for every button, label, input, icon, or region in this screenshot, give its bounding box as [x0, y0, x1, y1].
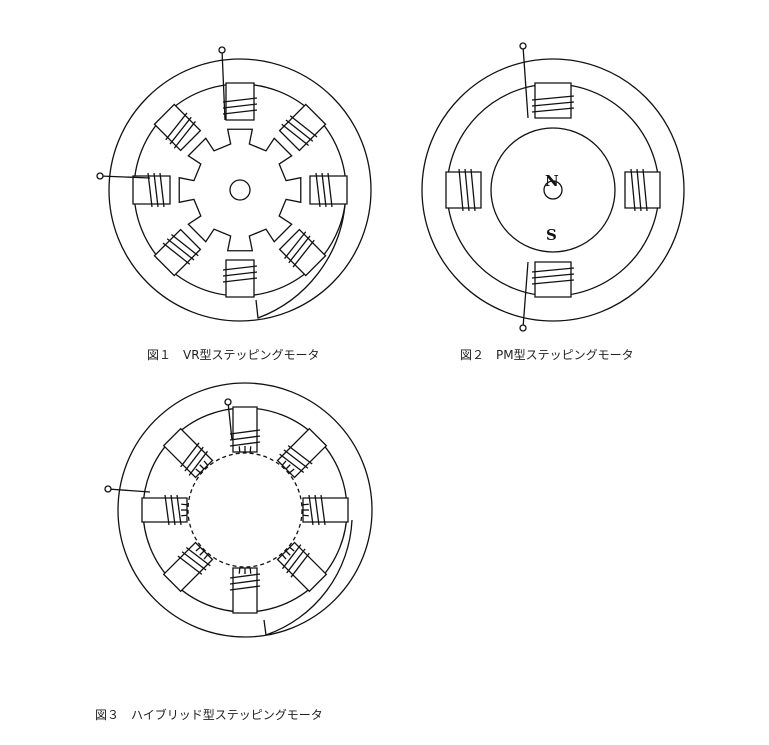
- figure-3-rotor-tooth: [249, 446, 252, 453]
- figure-1-shaft: [229, 179, 251, 201]
- figure-2-lead-bottom: [522, 261, 529, 329]
- figure-1-stator-pole: [153, 103, 202, 152]
- figure-3-coil: [229, 429, 261, 447]
- figure-1-coil: [281, 115, 318, 146]
- figure-3-caption: 図３ ハイブリッド型ステッピングモータ: [95, 708, 323, 722]
- figure-3-rotor: [187, 452, 303, 568]
- figure-3-rotor-tooth: [181, 514, 188, 517]
- figure-3-rotor-tooth: [238, 567, 241, 574]
- figure-1-coil: [284, 231, 315, 268]
- figure-3-coil: [281, 544, 310, 578]
- figure-3-coil: [308, 494, 326, 526]
- figure-3-rotor-tooth: [289, 546, 295, 552]
- figure-3-rotor-tooth: [289, 468, 295, 474]
- figure-3-stator-outer: [117, 382, 373, 638]
- figure-1-stator-pole: [278, 103, 327, 152]
- figure-1-lead-left: [99, 175, 151, 179]
- figure-2-stator-pole: [534, 261, 572, 298]
- figure-1-stator-pole: [153, 228, 202, 277]
- figure-3-coil: [164, 494, 182, 526]
- figure-3-stator-pole: [276, 427, 328, 479]
- figure-1-stator-outer: [108, 58, 372, 322]
- figure-2-caption: 図２ PM型ステッピングモータ: [460, 348, 634, 362]
- figure-3-stator-pole: [302, 497, 349, 523]
- figure-3-rotor-tooth: [195, 546, 201, 552]
- figure-2-lead-top-terminal: [519, 42, 527, 50]
- figure-3-lead-arc: [263, 519, 353, 636]
- figure-1-lead-left-terminal: [96, 172, 104, 180]
- figure-1-rotor: [178, 128, 302, 252]
- figure-2-shaft: [543, 180, 563, 200]
- figure-2-lead-top: [522, 45, 529, 119]
- figure-3-stator-pole: [232, 567, 258, 614]
- north-pole-label: N: [545, 172, 559, 190]
- figure-3-lead-top: [227, 401, 233, 441]
- figure-3-rotor-tooth: [203, 460, 209, 466]
- figure-3-rotor-tooth: [302, 514, 309, 517]
- figure-1-coil: [222, 265, 258, 283]
- figure-3-rotor-tooth: [281, 554, 287, 560]
- figure-1-coil: [165, 112, 196, 149]
- figure-3-rotor-tooth: [281, 460, 287, 466]
- figure-1-coil: [162, 234, 199, 265]
- figure-2-stator-outer: [421, 58, 685, 322]
- figure-3-rotor-tooth: [285, 550, 291, 556]
- figure-3-rotor-tooth: [199, 550, 205, 556]
- figure-3-lead-left: [107, 488, 151, 493]
- figure-2-rotor-magnet: [490, 127, 616, 253]
- figure-1-stator-pole: [278, 228, 327, 277]
- figure-3-rotor-tooth: [199, 464, 205, 470]
- figure-3-rotor-tooth: [285, 464, 291, 470]
- figure-3-rotor-tooth: [195, 468, 201, 474]
- figure-3-coil: [279, 445, 313, 474]
- figure-2-stator-pole: [624, 171, 661, 209]
- figure-2-coil: [630, 168, 648, 212]
- figure-3-stator-pole: [232, 406, 258, 453]
- figure-3-rotor-tooth: [302, 503, 309, 506]
- figure-1-lead-arc: [255, 204, 346, 319]
- figure-3-stator-pole: [162, 427, 214, 479]
- figure-1-coil: [147, 172, 165, 208]
- figure-3-coil: [229, 573, 261, 591]
- figure-2-stator-pole: [534, 82, 572, 119]
- figure-2-coil: [531, 267, 575, 285]
- figure-1-caption: 図１ VR型ステッピングモータ: [147, 348, 320, 362]
- figure-1-coil: [222, 97, 258, 115]
- figure-3-coil: [180, 442, 209, 476]
- figure-2-coil: [458, 168, 476, 212]
- figure-2-stator-pole: [445, 171, 482, 209]
- figure-3-lead-left-terminal: [104, 485, 112, 493]
- figure-3-rotor-tooth: [249, 567, 252, 574]
- figure-3-rotor-tooth: [238, 446, 241, 453]
- figure-1-lead-top-terminal: [218, 46, 226, 54]
- figure-1-lead-top: [221, 49, 226, 121]
- figure-3-stator-pole: [141, 497, 188, 523]
- figure-3-coil: [177, 546, 211, 575]
- figure-3-lead-top-terminal: [224, 398, 232, 406]
- figure-1-coil: [315, 172, 333, 208]
- figure-2-coil: [531, 95, 575, 113]
- figure-3-rotor-tooth: [181, 503, 188, 506]
- figure-3-rotor-tooth: [203, 554, 209, 560]
- south-pole-label: S: [546, 226, 557, 244]
- figure-2-lead-bottom-terminal: [519, 324, 527, 332]
